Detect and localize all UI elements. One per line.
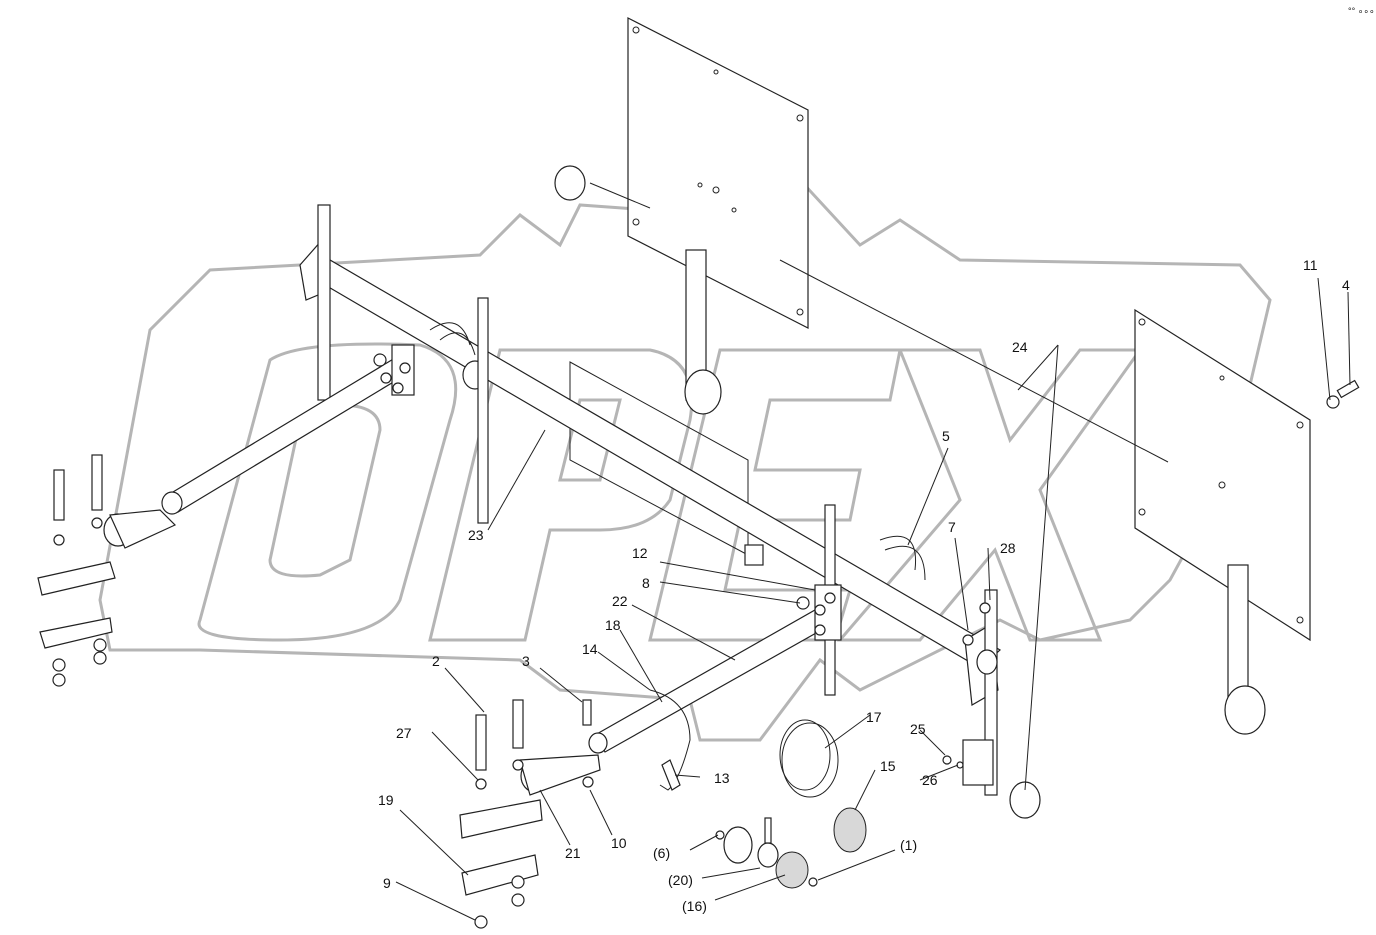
leader-lines <box>395 182 1351 921</box>
watermark-letter-p <box>428 348 694 642</box>
callout-16: (16) <box>682 898 707 914</box>
left-tube-assembly <box>37 322 476 687</box>
callout-10: 10 <box>611 835 627 851</box>
callout-24: 24 <box>1012 339 1028 355</box>
callout-13: 13 <box>714 770 730 786</box>
callout-20: (20) <box>668 872 693 888</box>
callout-6: (6) <box>653 845 670 861</box>
right-reflector-plate <box>1009 308 1311 819</box>
callout-12: 12 <box>632 545 648 561</box>
callout-22: 22 <box>612 593 628 609</box>
callout-7: 7 <box>948 519 956 535</box>
upper-reflector-plate <box>554 17 809 415</box>
watermark-gear-outline <box>98 157 1272 742</box>
small-parts <box>649 379 1360 889</box>
callout-2: 2 <box>432 653 440 669</box>
callout-27: 27 <box>396 725 412 741</box>
callout-5: 5 <box>942 428 950 444</box>
callout-11: 11 <box>1303 257 1318 273</box>
callout-14: 14 <box>582 641 598 657</box>
corner-mark: °° ∘∘∘ <box>1348 6 1375 16</box>
callout-21: 21 <box>565 845 581 861</box>
callout-3: 3 <box>522 653 530 669</box>
right-tube-assembly <box>459 535 926 929</box>
callout-25: 25 <box>910 721 926 737</box>
callout-4: 4 <box>1342 277 1350 293</box>
callout-23: 23 <box>468 527 484 543</box>
callout-28: 28 <box>1000 540 1016 556</box>
callout-18: 18 <box>605 617 621 633</box>
callout-26: 26 <box>922 772 938 788</box>
callout-9: 9 <box>383 875 391 891</box>
watermark-letter-o <box>197 342 458 642</box>
callout-17: 17 <box>866 709 882 725</box>
callout-8: 8 <box>642 575 650 591</box>
callout-1: (1) <box>900 837 917 853</box>
callout-labels: 23 2 3 11 4 24 5 7 28 12 8 22 18 14 13 1… <box>378 257 1350 914</box>
callout-15: 15 <box>880 758 896 774</box>
callout-19: 19 <box>378 792 394 808</box>
